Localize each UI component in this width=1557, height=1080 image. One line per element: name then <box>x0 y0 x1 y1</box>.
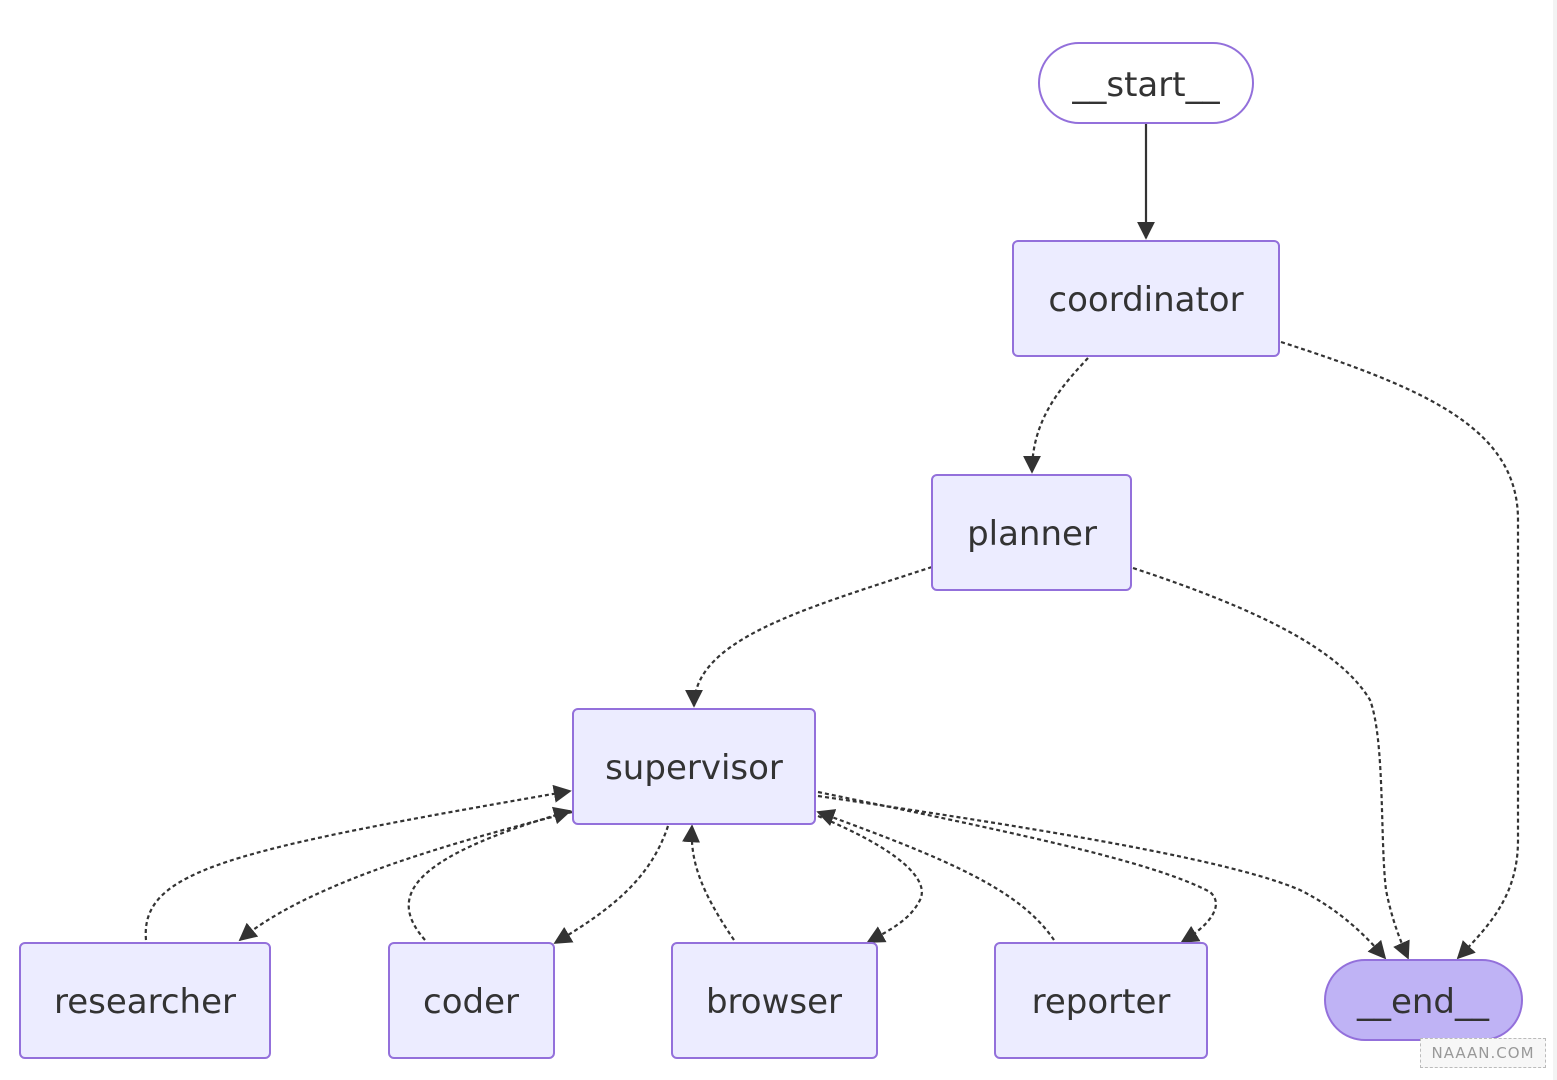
node-coder[interactable]: coder <box>388 942 555 1059</box>
edge-coordinator-planner <box>1023 357 1089 474</box>
node-reporter[interactable]: reporter <box>994 942 1208 1059</box>
edge-supervisor-reporter <box>817 790 1217 943</box>
watermark: NAAAN.COM <box>1420 1038 1546 1068</box>
edges-layer <box>144 124 1520 960</box>
node-planner[interactable]: planner <box>931 474 1132 591</box>
node-start-label: __start__ <box>1071 65 1220 105</box>
edge-supervisor-coder <box>553 825 670 944</box>
node-end-label: __end__ <box>1356 982 1490 1022</box>
node-coordinator-label: coordinator <box>1048 280 1243 320</box>
edge-coder-supervisor <box>407 806 572 941</box>
node-planner-label: planner <box>967 514 1097 554</box>
node-coordinator[interactable]: coordinator <box>1012 240 1280 357</box>
edge-supervisor-browser <box>817 814 923 943</box>
nodes-layer: __start__ coordinator planner supervisor… <box>19 42 1523 1059</box>
edge-coordinator-end <box>1280 340 1520 960</box>
edge-planner-supervisor <box>685 565 933 708</box>
node-reporter-label: reporter <box>1032 982 1171 1022</box>
node-browser[interactable]: browser <box>671 942 878 1059</box>
edge-reporter-supervisor <box>816 809 1055 941</box>
edge-browser-supervisor <box>682 824 735 941</box>
node-researcher[interactable]: researcher <box>19 942 271 1059</box>
node-researcher-label: researcher <box>54 982 236 1022</box>
node-browser-label: browser <box>706 982 842 1022</box>
node-coder-label: coder <box>423 982 519 1022</box>
scrollbar-track[interactable] <box>1553 0 1557 1080</box>
edge-researcher-supervisor <box>144 784 572 941</box>
edge-supervisor-researcher <box>238 810 573 942</box>
edge-planner-end <box>1132 566 1410 960</box>
edge-supervisor-end <box>817 794 1387 960</box>
node-supervisor-label: supervisor <box>605 748 783 788</box>
node-start[interactable]: __start__ <box>1038 42 1254 124</box>
node-supervisor[interactable]: supervisor <box>572 708 816 825</box>
node-end[interactable]: __end__ <box>1324 959 1523 1041</box>
